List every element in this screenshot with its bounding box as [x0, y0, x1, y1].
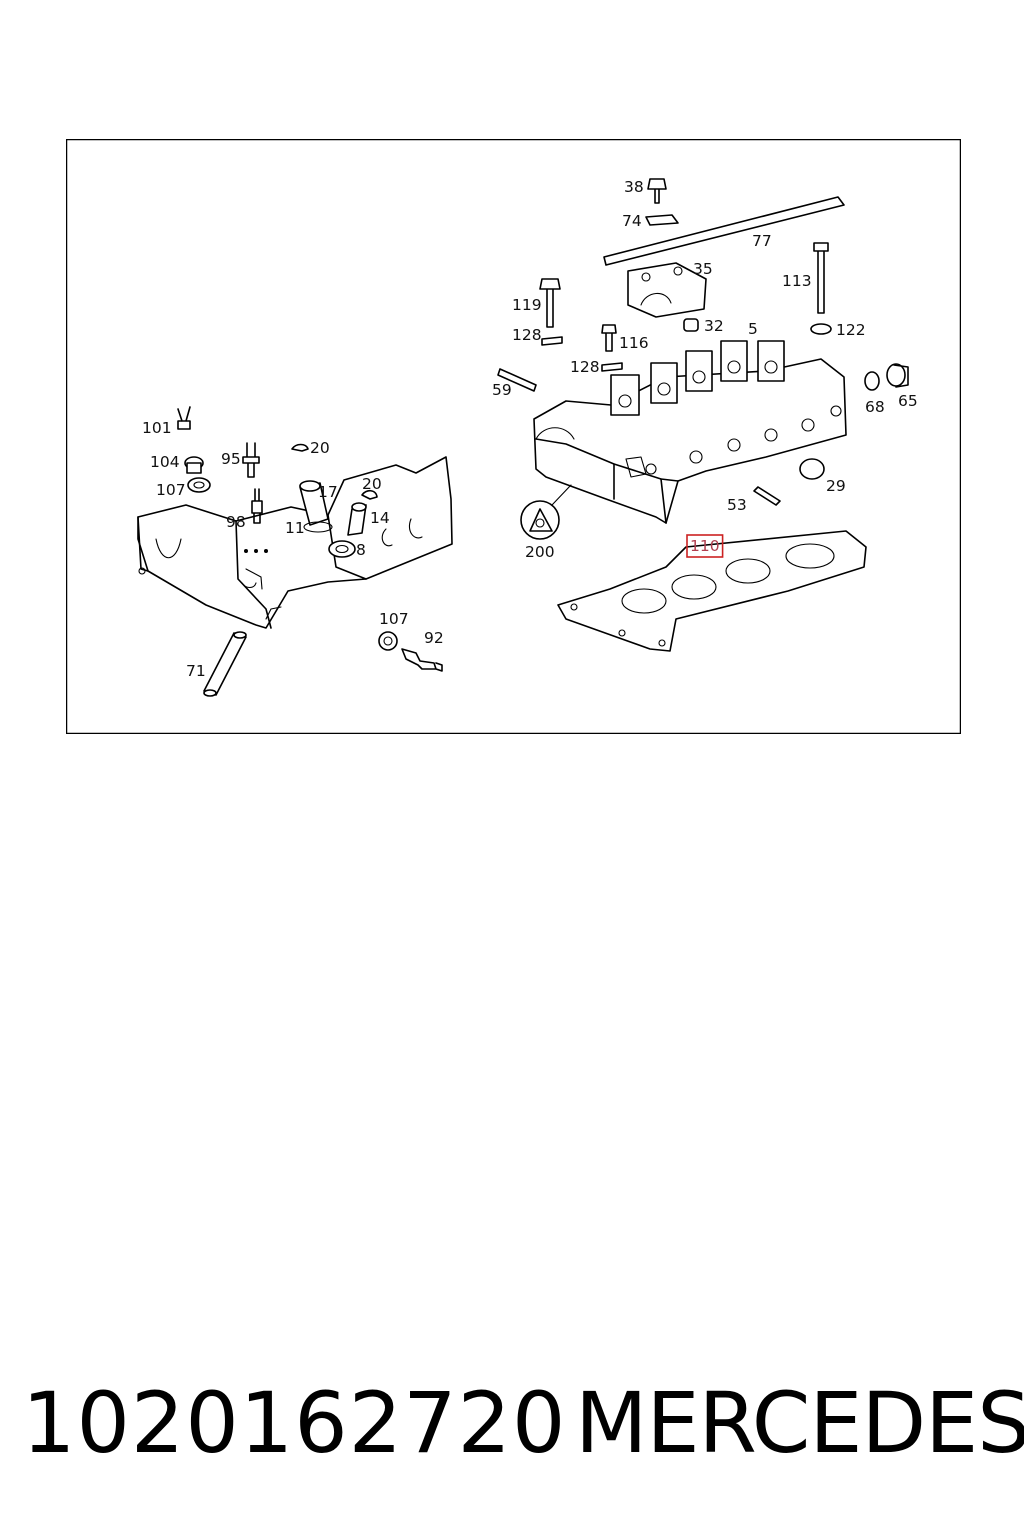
- callout-32: 32: [704, 317, 724, 335]
- callout-74: 74: [622, 212, 642, 230]
- brand-name: MERCEDES: [575, 1374, 1024, 1472]
- callout-107a: 107: [156, 481, 186, 499]
- cylinder-head-drawing: [497, 178, 909, 652]
- parts-diagram: 38 74 77 35 113 119 32 5 122 128 116 128 59 68 65 101 20…: [66, 139, 961, 734]
- housing-drawing: [137, 456, 453, 629]
- callout-116: 116: [619, 334, 649, 352]
- highlight-box: [686, 534, 724, 558]
- callout-53: 53: [727, 496, 747, 514]
- callout-17: 17: [318, 483, 338, 501]
- callout-113: 113: [782, 272, 812, 290]
- callout-59: 59: [492, 381, 512, 399]
- callout-128a: 128: [512, 326, 542, 344]
- callout-20a: 20: [310, 439, 330, 457]
- callout-77: 77: [752, 232, 772, 250]
- callout-11: 11: [285, 519, 305, 537]
- callout-8: 8: [356, 541, 366, 559]
- part-number: 1020162720: [22, 1374, 567, 1472]
- left-small-parts: [177, 406, 443, 697]
- callout-38: 38: [624, 178, 644, 196]
- callout-101: 101: [142, 419, 172, 437]
- callout-labels: 38 74 77 35 113 119 32 5 122 128 116 128 59 68 65 101 20…: [142, 178, 918, 680]
- callout-200: 200: [525, 543, 555, 561]
- callout-98: 98: [226, 513, 246, 531]
- callout-122: 122: [836, 321, 866, 339]
- callout-119: 119: [512, 296, 542, 314]
- callout-92: 92: [424, 629, 444, 647]
- callout-5: 5: [748, 320, 758, 338]
- callout-104: 104: [150, 453, 180, 471]
- callout-110: 110: [690, 537, 720, 555]
- callout-14: 14: [370, 509, 390, 527]
- callout-107b: 107: [379, 610, 409, 628]
- callout-29: 29: [826, 477, 846, 495]
- callout-65: 65: [898, 392, 918, 410]
- callout-71: 71: [186, 662, 206, 680]
- callout-95: 95: [221, 450, 241, 468]
- callout-20b: 20: [362, 475, 382, 493]
- callout-68: 68: [865, 398, 885, 416]
- callout-35: 35: [693, 260, 713, 278]
- callout-128b: 128: [570, 358, 600, 376]
